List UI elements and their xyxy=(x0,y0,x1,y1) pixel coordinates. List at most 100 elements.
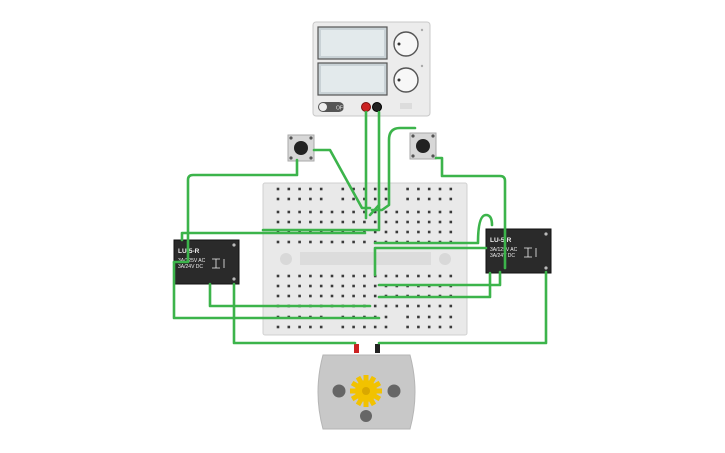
breadboard-hole[interactable] xyxy=(449,304,453,308)
breadboard-hole[interactable] xyxy=(449,230,453,234)
dc-motor[interactable] xyxy=(317,344,416,430)
breadboard-hole[interactable] xyxy=(341,197,345,201)
breadboard-hole[interactable] xyxy=(341,240,345,244)
breadboard-hole[interactable] xyxy=(395,304,399,308)
wires[interactable] xyxy=(172,110,548,345)
breadboard-hole[interactable] xyxy=(319,210,323,214)
breadboard-hole[interactable] xyxy=(406,210,409,214)
breadboard-hole[interactable] xyxy=(406,315,409,319)
breadboard-hole[interactable] xyxy=(298,240,301,244)
breadboard-hole[interactable] xyxy=(298,274,301,278)
breadboard-hole[interactable] xyxy=(352,284,355,288)
breadboard-hole[interactable] xyxy=(449,315,453,319)
breadboard-hole[interactable] xyxy=(309,325,312,329)
breadboard-hole[interactable] xyxy=(384,315,388,319)
breadboard-hole[interactable] xyxy=(363,325,366,329)
breadboard-hole[interactable] xyxy=(449,325,453,329)
breadboard-hole[interactable] xyxy=(406,304,409,308)
current-knob[interactable] xyxy=(393,67,419,93)
breadboard-hole[interactable] xyxy=(417,230,420,234)
breadboard-hole[interactable] xyxy=(363,240,366,244)
breadboard-hole[interactable] xyxy=(438,274,442,278)
wire[interactable] xyxy=(377,270,548,345)
breadboard-hole[interactable] xyxy=(352,187,355,191)
breadboard-hole[interactable] xyxy=(427,230,431,234)
wire[interactable] xyxy=(373,246,488,277)
breadboard-hole[interactable] xyxy=(298,294,301,298)
breadboard-hole[interactable] xyxy=(330,284,334,288)
breadboard-hole[interactable] xyxy=(309,210,312,214)
breadboard-hole[interactable] xyxy=(417,220,420,224)
breadboard-hole[interactable] xyxy=(373,230,377,234)
breadboard-hole[interactable] xyxy=(363,197,366,201)
breadboard-hole[interactable] xyxy=(438,210,442,214)
pushbutton-right-cap[interactable] xyxy=(416,139,430,153)
breadboard-hole[interactable] xyxy=(352,325,355,329)
breadboard-hole[interactable] xyxy=(373,284,377,288)
pushbutton-right[interactable] xyxy=(409,132,437,160)
wire[interactable] xyxy=(172,158,299,264)
pushbutton-left-cap[interactable] xyxy=(294,141,308,155)
breadboard-hole[interactable] xyxy=(352,240,355,244)
breadboard-hole[interactable] xyxy=(287,284,291,288)
breadboard-hole[interactable] xyxy=(384,304,388,308)
breadboard-hole[interactable] xyxy=(287,325,291,329)
positive-terminal[interactable] xyxy=(361,102,371,112)
motor-terminal-negative[interactable] xyxy=(375,344,380,353)
breadboard-hole[interactable] xyxy=(309,197,312,201)
breadboard-hole[interactable] xyxy=(427,220,431,224)
breadboard-hole[interactable] xyxy=(417,274,420,278)
breadboard-hole[interactable] xyxy=(319,284,323,288)
breadboard-hole[interactable] xyxy=(384,274,388,278)
breadboard-hole[interactable] xyxy=(449,210,453,214)
breadboard-hole[interactable] xyxy=(363,220,366,224)
breadboard-hole[interactable] xyxy=(341,220,345,224)
breadboard-hole[interactable] xyxy=(276,187,280,191)
breadboard-hole[interactable] xyxy=(287,187,291,191)
breadboard-hole[interactable] xyxy=(427,274,431,278)
breadboard-hole[interactable] xyxy=(309,284,312,288)
breadboard-hole[interactable] xyxy=(363,187,366,191)
breadboard-hole[interactable] xyxy=(406,325,409,329)
breadboard-hole[interactable] xyxy=(406,220,409,224)
breadboard-hole[interactable] xyxy=(341,210,345,214)
wire[interactable] xyxy=(377,270,502,287)
breadboard-hole[interactable] xyxy=(384,325,388,329)
breadboard-hole[interactable] xyxy=(298,220,301,224)
breadboard-hole[interactable] xyxy=(298,325,301,329)
breadboard-hole[interactable] xyxy=(330,240,334,244)
wire[interactable] xyxy=(312,148,372,210)
breadboard-hole[interactable] xyxy=(406,187,409,191)
wire[interactable] xyxy=(208,282,372,308)
wire[interactable] xyxy=(373,213,494,245)
breadboard-hole[interactable] xyxy=(298,284,301,288)
breadboard-hole[interactable] xyxy=(276,284,280,288)
breadboard-hole[interactable] xyxy=(384,230,388,234)
breadboard-hole[interactable] xyxy=(373,220,377,224)
breadboard-hole[interactable] xyxy=(363,294,366,298)
breadboard-hole[interactable] xyxy=(341,294,345,298)
breadboard-hole[interactable] xyxy=(384,210,388,214)
breadboard-hole[interactable] xyxy=(276,274,280,278)
breadboard-hole[interactable] xyxy=(406,230,409,234)
breadboard-hole[interactable] xyxy=(427,304,431,308)
breadboard-hole[interactable] xyxy=(287,294,291,298)
breadboard-hole[interactable] xyxy=(309,240,312,244)
power-switch-knob[interactable] xyxy=(319,103,327,111)
breadboard-hole[interactable] xyxy=(341,325,345,329)
power-supply[interactable]: OFF xyxy=(312,21,431,117)
breadboard-hole[interactable] xyxy=(363,284,366,288)
voltage-knob[interactable] xyxy=(393,31,419,57)
breadboard-hole[interactable] xyxy=(373,187,377,191)
breadboard-hole[interactable] xyxy=(417,304,420,308)
breadboard-hole[interactable] xyxy=(373,294,377,298)
breadboard-hole[interactable] xyxy=(395,210,399,214)
breadboard-hole[interactable] xyxy=(287,240,291,244)
breadboard-hole[interactable] xyxy=(427,325,431,329)
breadboard-hole[interactable] xyxy=(341,274,345,278)
breadboard-hole[interactable] xyxy=(352,210,355,214)
relay-right-body[interactable] xyxy=(485,228,552,274)
breadboard-hole[interactable] xyxy=(438,325,442,329)
breadboard-hole[interactable] xyxy=(406,274,409,278)
breadboard-hole[interactable] xyxy=(276,220,280,224)
